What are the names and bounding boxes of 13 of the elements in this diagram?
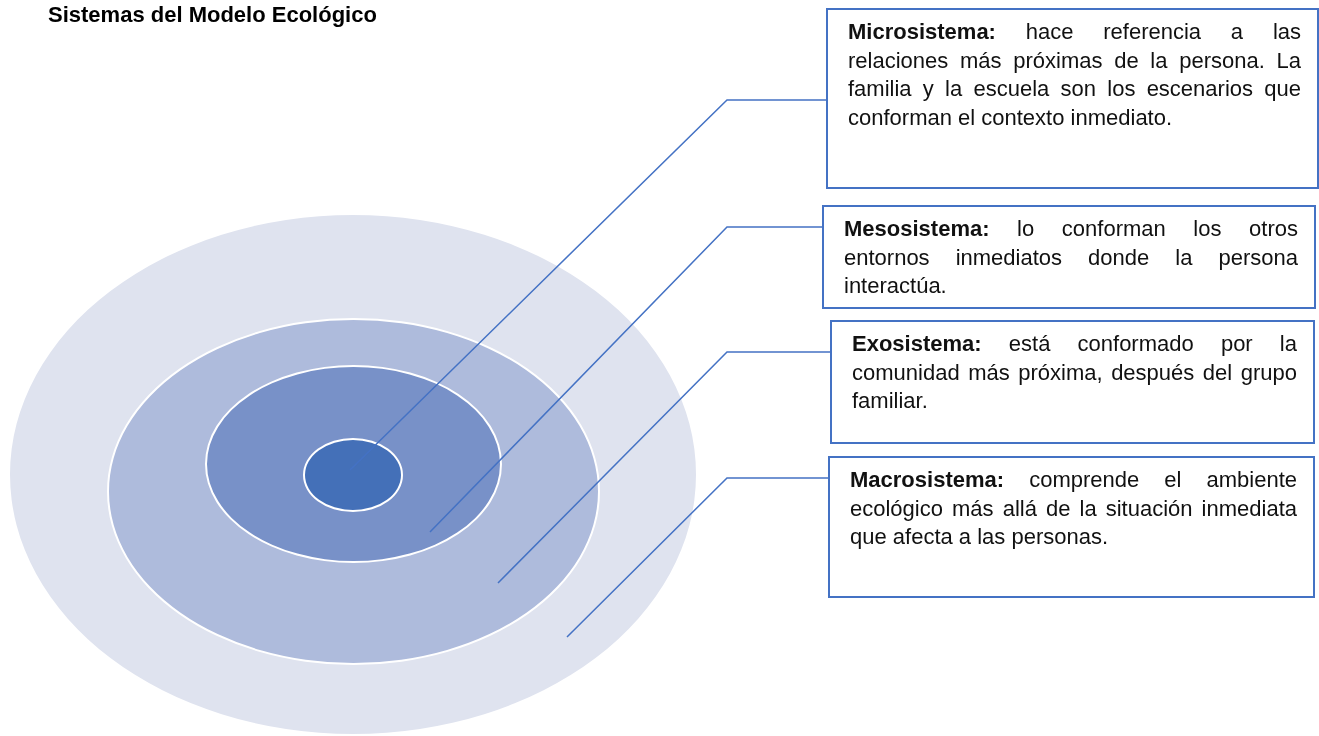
leader-line [497,351,831,584]
text-box [822,205,1316,309]
text-box [828,456,1315,598]
leader-line [429,226,823,533]
description-text: Macrosistema: comprende el ambiente ecológico más allá de la situación inmediata que afecta a las personas. [850,466,1297,552]
description-text: Exosistema: está conformado por la comunidad más próxima, después del grupo familiar. [852,330,1297,416]
description-text: Mesosistema: lo conforman los otros entornos inmediatos donde la persona interactúa. [844,215,1298,301]
diagram-title: Sistemas del Modelo Ecológico [48,2,377,28]
text-box [826,8,1319,189]
description-text: Microsistema: hace referencia a las relaciones más próximas de la persona. La familia y la escuela son los escenarios que conforman el contexto inmediato. [848,18,1301,132]
leader-line [566,477,829,638]
leader-line [349,99,827,471]
text-box [830,320,1315,444]
